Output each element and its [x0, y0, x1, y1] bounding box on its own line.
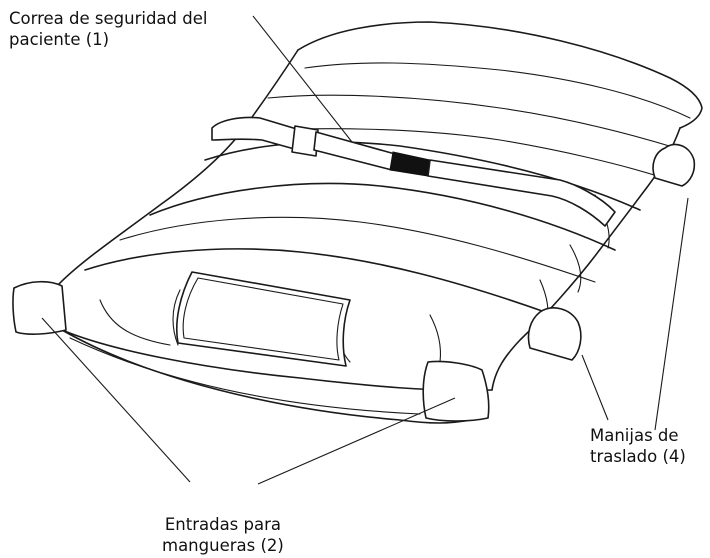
label-hose-inlets: Entradas para mangueras (2)	[162, 514, 284, 556]
label-inlets-line1: Entradas para	[164, 515, 281, 534]
front-window-panel	[175, 271, 351, 367]
mattress-bottom-edge	[61, 329, 471, 424]
label-strap-line2: paciente (1)	[9, 30, 110, 49]
safety-strap-left	[211, 116, 301, 151]
safety-strap-right	[427, 159, 616, 227]
safety-strap-buckle	[389, 151, 431, 177]
leader-handle-side	[581, 354, 609, 421]
label-handles-line2: traslado (4)	[590, 447, 686, 466]
transfer-handle-far	[652, 143, 696, 187]
chamber-seam-4	[149, 182, 616, 251]
leader-inlet-left	[41, 317, 191, 483]
chamber-seam-1	[267, 94, 677, 149]
front-pillow-mid	[172, 289, 181, 346]
hose-inlet-right	[422, 360, 490, 422]
label-inlets-line2: mangueras (2)	[162, 536, 284, 555]
mattress-body-outline	[57, 49, 681, 391]
leader-handle-far	[654, 197, 689, 431]
leader-inlet-right	[257, 397, 456, 485]
leader-strap	[252, 15, 353, 143]
side-fold-2	[569, 244, 582, 293]
safety-strap-loop-left	[291, 125, 319, 157]
transfer-handle-side	[527, 307, 582, 361]
mattress-far-end	[297, 21, 703, 129]
mattress-far-end-seam	[304, 62, 691, 119]
label-patient-safety-strap: Correa de seguridad del paciente (1)	[9, 8, 207, 50]
label-strap-line1: Correa de seguridad del	[9, 9, 208, 28]
front-pillow-left	[99, 299, 171, 346]
front-pillow-right2	[429, 314, 442, 363]
chamber-seam-6	[84, 248, 546, 313]
label-handles-line1: Manijas de	[590, 426, 679, 445]
front-window-inner	[182, 277, 344, 361]
mattress-bottom-fold	[69, 337, 421, 415]
label-transfer-handles: Manijas de traslado (4)	[590, 425, 686, 467]
hose-inlet-left	[12, 280, 67, 335]
chamber-seam-5	[119, 216, 596, 283]
safety-strap-middle	[313, 131, 396, 171]
